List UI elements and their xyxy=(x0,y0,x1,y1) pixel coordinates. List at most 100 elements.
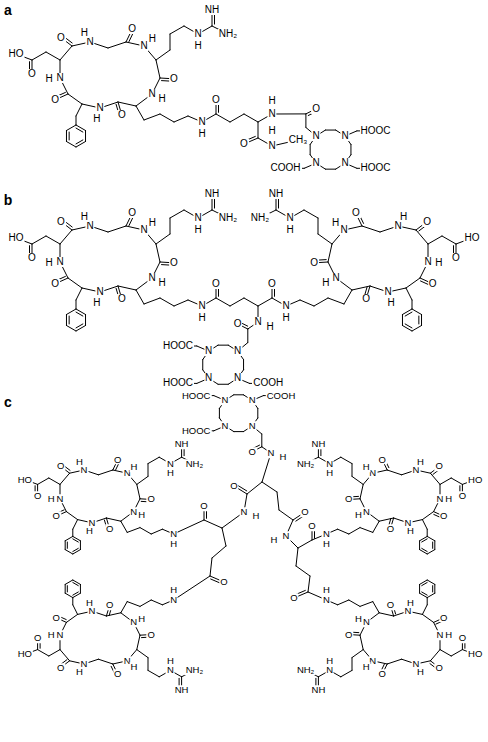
nitrogen-atom: N xyxy=(267,109,276,119)
hydrogen-atom: H xyxy=(80,212,89,222)
bond-line xyxy=(341,457,352,463)
bond-line xyxy=(352,650,363,658)
nitrogen-atom: N xyxy=(311,131,320,141)
bond-line xyxy=(68,94,82,104)
bond-line xyxy=(325,130,335,131)
bond-line xyxy=(204,520,222,528)
nitrogen-atom: N xyxy=(325,666,334,676)
hydrogen-atom: H xyxy=(137,614,146,624)
nitrogen-atom: N xyxy=(85,221,94,231)
bond-line xyxy=(174,300,188,306)
bond-line xyxy=(350,145,351,155)
bond-line xyxy=(247,329,248,343)
hydrogen-atom: H xyxy=(166,468,175,478)
bond-line xyxy=(338,529,349,534)
imine-group: NH xyxy=(174,685,190,695)
oxygen-atom: O xyxy=(219,577,228,587)
panel-letter: c xyxy=(3,395,13,409)
bond-line xyxy=(412,326,422,332)
hydrogen-atom: H xyxy=(47,630,56,640)
bond-line xyxy=(360,528,373,533)
bond-line xyxy=(373,521,379,532)
bond-line xyxy=(318,218,319,234)
bond-line xyxy=(422,605,427,615)
bond-line xyxy=(314,298,328,306)
nitrogen-atom: N xyxy=(169,529,178,539)
bond-line xyxy=(67,542,68,548)
hydrogen-atom: H xyxy=(399,212,408,222)
bond-line xyxy=(76,288,82,300)
bond-line xyxy=(66,142,76,148)
bond-line xyxy=(305,114,306,128)
hydrogen-atom: H xyxy=(416,667,425,677)
bond-line xyxy=(76,324,83,328)
oxygen-atom: O xyxy=(451,253,461,263)
bond-line xyxy=(420,593,428,597)
oxygen-atom: O xyxy=(211,95,221,105)
bond-line xyxy=(76,309,86,315)
bond-line xyxy=(73,520,78,530)
oxygen-atom: O xyxy=(344,495,353,505)
hydrogen-atom: H xyxy=(362,662,371,672)
bond-line xyxy=(69,132,70,140)
bond-line xyxy=(234,431,244,432)
nitrogen-atom: N xyxy=(404,606,413,616)
bond-line xyxy=(387,659,401,664)
bond-line xyxy=(38,650,49,656)
bond-line xyxy=(60,650,70,661)
bond-line xyxy=(432,586,433,592)
oxygen-atom: O xyxy=(351,208,361,218)
bond-line xyxy=(420,536,428,540)
bond-line xyxy=(174,520,204,534)
hydrogen-atom: H xyxy=(129,463,138,473)
oxygen-atom: O xyxy=(378,669,387,679)
bond-line xyxy=(422,512,433,520)
oxygen-atom: O xyxy=(233,319,243,329)
bond-line xyxy=(442,236,456,244)
hydrogen-atom: H xyxy=(85,598,94,608)
nitrogen-atom: N xyxy=(282,531,291,541)
bond-line xyxy=(137,484,140,498)
bond-line xyxy=(73,605,78,615)
nitrogen-atom: N xyxy=(267,141,276,151)
bond-line xyxy=(76,326,86,332)
bond-line xyxy=(73,536,81,540)
bond-line xyxy=(406,278,420,288)
oxygen-atom: O xyxy=(105,524,114,534)
bond-line xyxy=(136,290,144,304)
hydroxyl-group: HO xyxy=(17,650,33,660)
bond-line xyxy=(66,326,76,332)
methyl-group: CH₃ xyxy=(288,135,309,145)
nitrogen-atom: N xyxy=(311,158,320,168)
bond-line xyxy=(402,315,403,326)
bond-line xyxy=(148,670,159,676)
oxygen-atom: O xyxy=(56,663,65,673)
oxygen-atom: O xyxy=(51,511,60,521)
bond-line xyxy=(427,529,428,536)
bond-line xyxy=(296,566,310,576)
hydrogen-atom: H xyxy=(325,468,334,478)
oxygen-atom: O xyxy=(386,601,395,611)
oxygen-atom: O xyxy=(117,294,127,304)
bond-line xyxy=(379,518,393,521)
hydrogen-atom: H xyxy=(169,586,178,596)
nitrogen-atom: N xyxy=(55,257,64,267)
oxygen-atom: O xyxy=(56,462,65,472)
bond-line xyxy=(108,226,126,232)
bond-line xyxy=(422,592,427,595)
bond-line xyxy=(98,659,112,664)
bond-line xyxy=(234,394,244,395)
bond-line xyxy=(160,298,174,306)
oxygen-atom: O xyxy=(146,495,155,505)
oxygen-atom: O xyxy=(311,104,321,114)
bond-line xyxy=(127,602,140,607)
bond-line xyxy=(137,476,148,484)
nitrogen-atom: N xyxy=(166,666,175,676)
oxygen-atom: O xyxy=(428,279,438,289)
bond-line xyxy=(118,102,136,106)
bond-line xyxy=(244,114,258,122)
bond-line xyxy=(440,478,451,484)
amine-group: NH₂ xyxy=(185,666,204,676)
hydrogen-atom: H xyxy=(321,278,330,288)
hydrogen-atom: H xyxy=(322,539,331,549)
